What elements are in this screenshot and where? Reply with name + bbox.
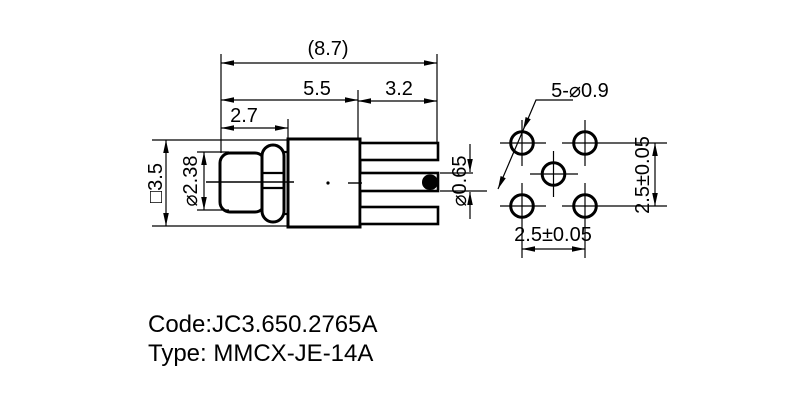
body-center-mark — [326, 181, 330, 185]
hole-top-right — [572, 130, 598, 156]
pin-top — [358, 141, 440, 162]
dim-text-pin-length: 3.2 — [385, 78, 413, 100]
leader-arrow-lower — [498, 175, 506, 189]
part-code-label: Code:JC3.650.2765A — [148, 311, 378, 338]
dim-text-interface-dia: ⌀2.38 — [180, 156, 202, 207]
dim-text-pin-dia: ⌀0.65 — [449, 156, 471, 207]
dim-text-overall: (8.7) — [307, 38, 348, 60]
pin-middle-tip — [422, 174, 438, 190]
hole-center — [540, 161, 567, 187]
dim-text-pitch-horizontal: 2.5±0.05 — [514, 224, 592, 246]
side-view: (8.7) 5.5 3.2 2.7 □3.5 ⌀2.38 ⌀0.65 — [145, 38, 487, 229]
flange-outline — [260, 143, 286, 224]
hole-bottom-right — [572, 193, 598, 219]
dim-text-front: 5.5 — [303, 78, 331, 100]
hole-bottom-left — [509, 193, 535, 219]
part-type-label: Type: MMCX-JE-14A — [148, 340, 373, 367]
pin-bottom — [358, 205, 440, 226]
footprint-view: 5-⌀0.9 2.5±0.05 2.5±0.05 — [497, 80, 667, 258]
dim-text-body-square: □3.5 — [145, 163, 167, 203]
dim-text-pitch-vertical: 2.5±0.05 — [632, 136, 654, 214]
title-block: Code:JC3.650.2765A Type: MMCX-JE-14A — [148, 311, 378, 367]
leader-arrow-upper — [523, 116, 531, 130]
leader-line-hole-callout — [497, 99, 573, 190]
dim-text-interface-length: 2.7 — [230, 105, 258, 127]
dim-text-hole-callout: 5-⌀0.9 — [551, 80, 609, 102]
